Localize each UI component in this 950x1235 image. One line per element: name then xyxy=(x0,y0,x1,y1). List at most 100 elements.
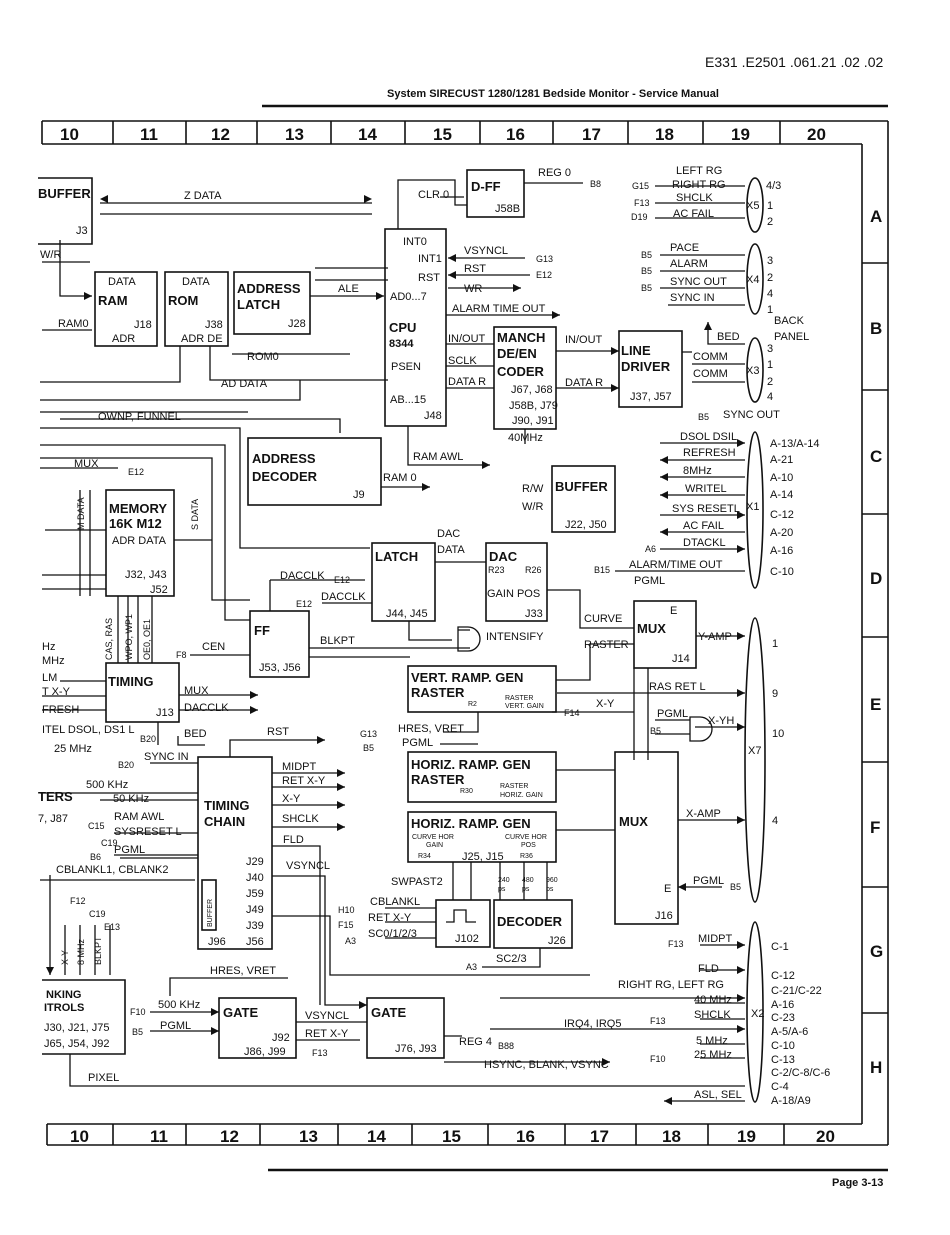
svg-text:A6: A6 xyxy=(645,544,656,554)
svg-text:ROM: ROM xyxy=(168,293,198,308)
svg-text:J3: J3 xyxy=(76,225,88,237)
column-label: 17 xyxy=(590,1127,609,1146)
svg-text:DAC: DAC xyxy=(437,528,460,540)
svg-text:HRES, VRET: HRES, VRET xyxy=(210,965,276,977)
svg-text:WPO, WP1: WPO, WP1 xyxy=(124,614,134,660)
svg-text:SCLK: SCLK xyxy=(448,355,477,367)
svg-text:C-2/C-8/C-6: C-2/C-8/C-6 xyxy=(771,1067,830,1079)
svg-text:Z DATA: Z DATA xyxy=(184,190,222,202)
arrowheads xyxy=(46,195,745,1105)
svg-text:DATA R: DATA R xyxy=(565,377,603,389)
svg-text:E12: E12 xyxy=(296,599,312,609)
column-label: 11 xyxy=(140,125,158,144)
svg-text:B5: B5 xyxy=(641,250,652,260)
svg-text:9: 9 xyxy=(772,688,778,700)
svg-text:A-14: A-14 xyxy=(770,489,793,501)
svg-text:4/3: 4/3 xyxy=(766,180,781,192)
svg-text:J26: J26 xyxy=(548,935,566,947)
svg-text:VERT. RAMP. GEN: VERT. RAMP. GEN xyxy=(411,670,523,685)
svg-text:RET X-Y: RET X-Y xyxy=(305,1028,349,1040)
svg-text:E12: E12 xyxy=(334,575,350,585)
svg-text:M DATA: M DATA xyxy=(76,497,86,530)
svg-text:SC0/1/2/3: SC0/1/2/3 xyxy=(368,928,417,940)
svg-text:R26: R26 xyxy=(525,565,542,575)
svg-text:ROM0: ROM0 xyxy=(247,351,279,363)
and-gate-xyh xyxy=(689,716,713,742)
svg-text:C-12: C-12 xyxy=(770,509,794,521)
column-label: 10 xyxy=(60,125,79,144)
svg-text:SYNC OUT: SYNC OUT xyxy=(670,276,727,288)
svg-text:C19: C19 xyxy=(89,909,106,919)
svg-text:FRESH: FRESH xyxy=(42,704,79,716)
svg-text:3: 3 xyxy=(767,255,773,267)
svg-text:IN/OUT: IN/OUT xyxy=(565,334,603,346)
svg-text:7, J87: 7, J87 xyxy=(38,813,68,825)
svg-text:J49: J49 xyxy=(246,904,264,916)
svg-text:DRIVER: DRIVER xyxy=(621,359,671,374)
svg-text:ADDRESS: ADDRESS xyxy=(237,281,301,296)
svg-text:SYNC IN: SYNC IN xyxy=(144,751,189,763)
svg-text:E13: E13 xyxy=(104,922,120,932)
timing-block: TIMING J13 xyxy=(105,662,180,723)
svg-text:ALARM/TIME OUT: ALARM/TIME OUT xyxy=(629,559,723,571)
svg-text:NKING: NKING xyxy=(46,989,81,1001)
svg-text:ALARM: ALARM xyxy=(670,258,708,270)
svg-text:VSYNCL: VSYNCL xyxy=(305,1010,349,1022)
svg-text:COMM: COMM xyxy=(693,368,728,380)
svg-text:C-4: C-4 xyxy=(771,1081,789,1093)
connector-x5: X5 4/3 1 2 LEFT RG RIGHT RG SHCLK AC FAI… xyxy=(631,165,781,233)
page-number: Page 3-13 xyxy=(832,1177,884,1189)
svg-text:CURVE: CURVE xyxy=(584,613,622,625)
svg-text:F13: F13 xyxy=(650,1016,666,1026)
svg-text:RST: RST xyxy=(464,263,486,275)
svg-text:ADDRESS: ADDRESS xyxy=(252,451,316,466)
svg-text:ALARM TIME OUT: ALARM TIME OUT xyxy=(452,303,546,315)
svg-text:DATA: DATA xyxy=(182,276,210,288)
svg-text:J96: J96 xyxy=(208,936,226,948)
column-label: 10 xyxy=(70,1127,89,1146)
svg-text:GAIN: GAIN xyxy=(426,842,443,849)
svg-text:DACCLK: DACCLK xyxy=(280,570,325,582)
gate-block-1: GATE J92 J86, J99 xyxy=(218,997,297,1059)
svg-text:Y-AMP: Y-AMP xyxy=(698,631,732,643)
svg-text:PGML: PGML xyxy=(634,575,665,587)
svg-text:R36: R36 xyxy=(520,853,533,860)
column-label: 19 xyxy=(731,125,750,144)
svg-text:J13: J13 xyxy=(156,707,174,719)
svg-text:AB...15: AB...15 xyxy=(390,394,426,406)
mux-block-bottom: MUX E J16 xyxy=(614,751,679,925)
svg-text:BUFFER: BUFFER xyxy=(207,899,214,927)
svg-text:DATA: DATA xyxy=(108,276,136,288)
svg-text:PGML: PGML xyxy=(657,708,688,720)
svg-text:FLD: FLD xyxy=(698,963,719,975)
column-label: 13 xyxy=(285,125,304,144)
horiz-ramp-gen-block-raster: HORIZ. RAMP. GEN RASTER R30 RASTER HORIZ… xyxy=(407,751,557,803)
svg-text:PGML: PGML xyxy=(160,1020,191,1032)
svg-text:J58B: J58B xyxy=(495,203,520,215)
svg-text:DECODER: DECODER xyxy=(497,914,563,929)
svg-text:J33: J33 xyxy=(525,608,543,620)
column-label: 15 xyxy=(442,1127,461,1146)
svg-text:J32, J43: J32, J43 xyxy=(125,569,167,581)
row-label: E xyxy=(870,695,881,714)
svg-text:F13: F13 xyxy=(312,1048,328,1058)
column-label: 16 xyxy=(506,125,525,144)
svg-text:500 KHz: 500 KHz xyxy=(86,779,128,791)
svg-text:F12: F12 xyxy=(70,896,86,906)
svg-text:MUX: MUX xyxy=(74,458,99,470)
svg-text:AD DATA: AD DATA xyxy=(221,378,268,390)
svg-text:HSYNC, BLANK, VSYNC: HSYNC, BLANK, VSYNC xyxy=(484,1059,609,1071)
svg-text:B20: B20 xyxy=(118,760,134,770)
svg-text:240: 240 xyxy=(498,877,510,884)
svg-text:50 KHz: 50 KHz xyxy=(113,793,149,805)
svg-text:C-10: C-10 xyxy=(771,1040,795,1052)
svg-text:WRITEL: WRITEL xyxy=(685,483,727,495)
svg-text:RAM AWL: RAM AWL xyxy=(413,451,463,463)
wiring xyxy=(40,179,745,1102)
svg-text:1: 1 xyxy=(767,200,773,212)
svg-text:T X-Y: T X-Y xyxy=(42,686,71,698)
svg-text:RAS RET L: RAS RET L xyxy=(649,681,706,693)
svg-text:C-12: C-12 xyxy=(771,970,795,982)
